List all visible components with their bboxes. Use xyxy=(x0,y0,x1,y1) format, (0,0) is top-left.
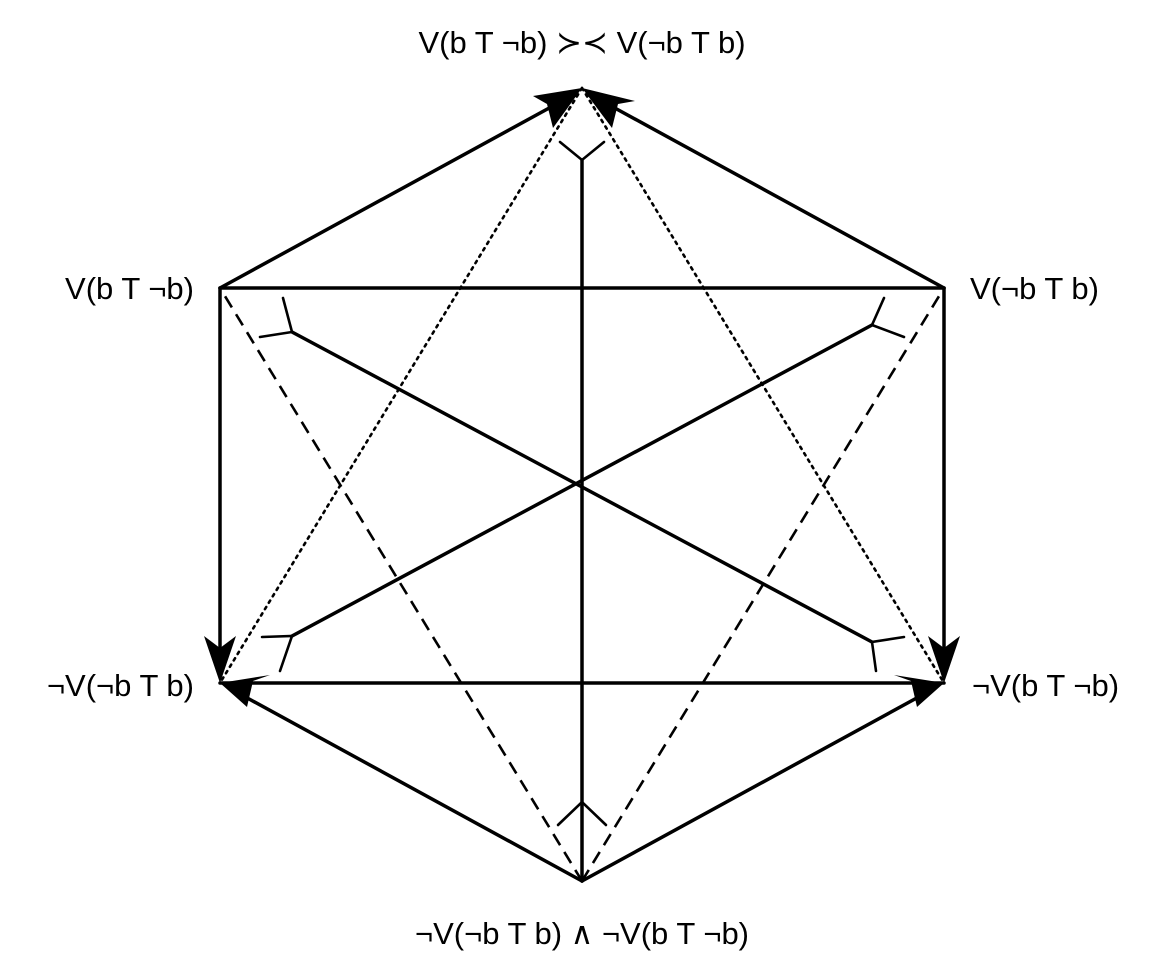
fork-marker-right-lower xyxy=(870,635,906,673)
edge-bottom-to-left-lower xyxy=(238,692,584,883)
arrowhead-left-lower-bottom xyxy=(220,675,270,707)
arrowhead-right-lower xyxy=(928,636,960,683)
arrowhead-top-left xyxy=(533,88,582,128)
fork-marker-bottom xyxy=(556,800,608,827)
node-bottom-label: ¬V(¬b T b) ∧ ¬V(b T ¬b) xyxy=(415,916,749,951)
edge-right-upper-to-top xyxy=(600,99,946,290)
node-right-upper-label: V(¬b T b) xyxy=(970,271,1099,306)
dotted-top-to-left-lower xyxy=(218,86,584,685)
node-right-lower-label: ¬V(b T ¬b) xyxy=(972,668,1119,703)
fork-marker-top xyxy=(558,140,606,162)
arrowhead-top-right xyxy=(582,88,635,128)
fork-marker-right-upper xyxy=(870,296,906,339)
arrowhead-left-lower xyxy=(204,636,236,683)
node-left-lower-label: ¬V(¬b T b) xyxy=(47,668,194,703)
fork-marker-left-upper xyxy=(258,296,294,339)
fork-marker-left-lower xyxy=(260,634,294,673)
node-top-label: V(b T ¬b) ≻≺ V(¬b T b) xyxy=(418,25,745,60)
arrowhead-right-lower-bottom xyxy=(894,675,944,707)
diagonal-left-upper-to-right-lower xyxy=(290,330,874,644)
edge-left-upper-to-top xyxy=(218,99,564,290)
node-left-upper-label: V(b T ¬b) xyxy=(65,271,194,306)
diagonal-right-upper-to-left-lower xyxy=(290,323,874,638)
edge-bottom-to-right-lower xyxy=(580,692,926,883)
dotted-top-to-right-lower xyxy=(580,86,946,685)
dashed-bottom-to-right-upper xyxy=(580,287,946,882)
dashed-bottom-to-left-upper xyxy=(218,287,584,882)
